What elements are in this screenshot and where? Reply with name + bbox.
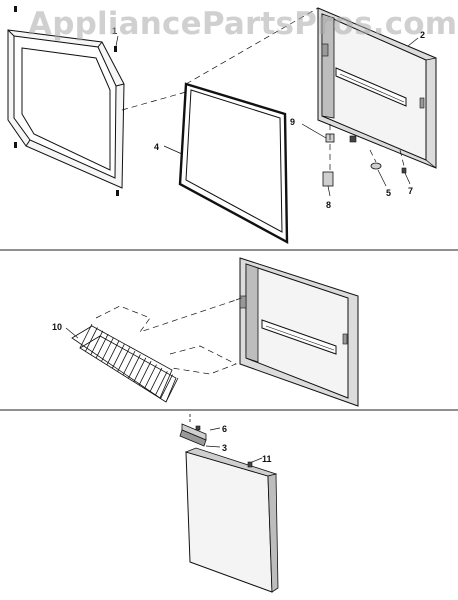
callout-2: 2 [420, 30, 425, 40]
callout-4: 4 [154, 142, 159, 152]
alignment-lines-middle [95, 295, 247, 375]
callout-3: 3 [222, 443, 227, 453]
part-outer-frame [7, 29, 125, 189]
part-drawer-front [184, 447, 279, 593]
part-door-gasket [178, 82, 289, 245]
part-wire-basket [71, 323, 179, 403]
callout-8: 8 [326, 200, 331, 210]
callout-10: 10 [52, 322, 62, 332]
callout-5: 5 [386, 188, 391, 198]
callout-leaders-top [115, 35, 419, 197]
callout-7: 7 [408, 186, 413, 196]
callout-leaders-middle [65, 327, 79, 339]
part-handle [179, 414, 207, 447]
callout-9: 9 [290, 117, 295, 127]
part-upper-door [317, 7, 437, 169]
alignment-lines-top [121, 7, 405, 172]
watermark-text: AppliancePartsPros.com [28, 6, 458, 42]
part-lower-door [239, 257, 359, 407]
part-frame-screws [14, 6, 119, 196]
callout-leaders-bottom [205, 427, 263, 463]
callout-6: 6 [222, 424, 227, 434]
callout-11: 11 [262, 454, 272, 464]
callout-1: 1 [112, 26, 117, 36]
